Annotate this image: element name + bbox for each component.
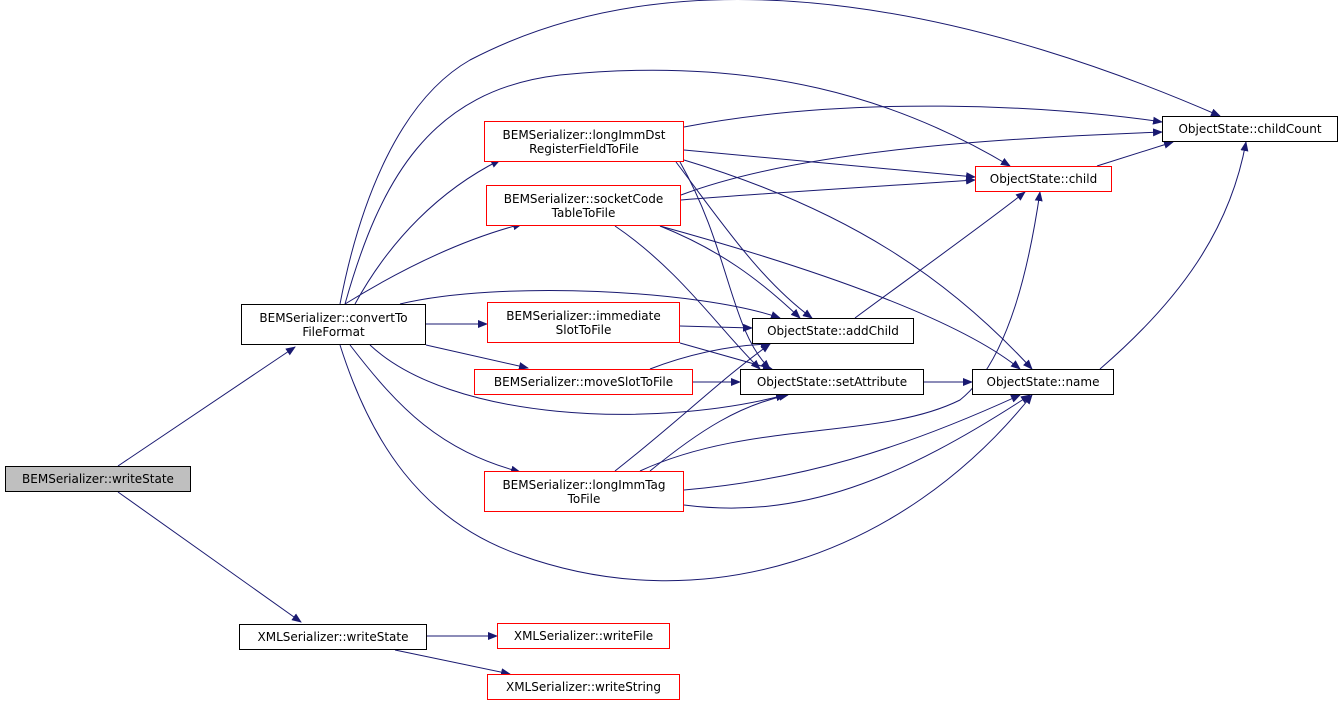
node-objectstate-child[interactable]: ObjectState::child <box>975 166 1112 192</box>
node-bem-longimmtagtofile[interactable]: BEMSerializer::longImmTag ToFile <box>484 471 684 512</box>
node-objectstate-setattribute[interactable]: ObjectState::setAttribute <box>740 369 924 395</box>
node-label-line2: SlotToFile <box>555 322 612 337</box>
node-label-line1: BEMSerializer::convertTo <box>259 310 408 325</box>
edge-longimmtag-setattribute <box>649 392 789 472</box>
edge-convert-addchild <box>399 289 781 319</box>
node-label-line1: BEMSerializer::immediate <box>506 308 661 323</box>
node-objectstate-name[interactable]: ObjectState::name <box>972 369 1114 395</box>
edge-longimmdst-childcount <box>683 105 1163 128</box>
node-label: ObjectState::addChild <box>767 324 899 338</box>
node-xml-writefile[interactable]: XMLSerializer::writeFile <box>497 623 670 649</box>
node-label-line1: BEMSerializer::socketCode <box>503 191 664 206</box>
edge-convert-moveslot <box>425 344 529 370</box>
edge-longimmtag-name2 <box>683 394 1031 509</box>
node-label-line2: TableToFile <box>551 205 616 220</box>
node-bem-longimmdstregisterfieldtofile[interactable]: BEMSerializer::longImmDst RegisterFieldT… <box>484 121 684 162</box>
edge-writestate-xmlwritestate <box>117 491 302 623</box>
edge-immediate-addchild <box>679 323 753 332</box>
node-label-line2: FileFormat <box>302 324 365 339</box>
node-label-line2: RegisterFieldToFile <box>529 141 639 156</box>
edge-convert-longimmdst <box>354 159 501 305</box>
node-objectstate-childcount[interactable]: ObjectState::childCount <box>1162 116 1338 142</box>
node-label: ObjectState::child <box>989 172 1098 186</box>
node-label: ObjectState::name <box>986 375 1100 389</box>
edge-convert-setattribute <box>369 344 786 415</box>
edge-socketcode-name <box>659 225 1021 370</box>
edge-longimmdst-addchild <box>675 161 813 319</box>
node-label-line2: ToFile <box>567 491 601 506</box>
node-label-line1: BEMSerializer::longImmTag <box>502 477 666 492</box>
edge-immediate-setattribute <box>679 342 773 371</box>
node-bem-socketcodetabletofile[interactable]: BEMSerializer::socketCode TableToFile <box>486 185 681 226</box>
edge-convert-childcount <box>339 0 1221 305</box>
edge-child-childcount <box>1096 140 1174 167</box>
edge-longimmdst-child <box>683 149 976 181</box>
node-label: ObjectState::setAttribute <box>756 375 908 389</box>
edge-convert-child <box>344 69 1011 305</box>
edge-longimmdst-setattribute <box>679 161 771 370</box>
edges <box>117 0 1249 677</box>
node-bem-converttofileformat[interactable]: BEMSerializer::convertTo FileFormat <box>241 304 426 345</box>
node-label: XMLSerializer::writeFile <box>513 629 654 643</box>
node-bem-writestate: BEMSerializer::writeState <box>5 466 191 492</box>
node-label: XMLSerializer::writeString <box>505 680 662 694</box>
edge-convert-name <box>339 344 1033 582</box>
node-xml-writestate[interactable]: XMLSerializer::writeState <box>239 624 427 650</box>
node-label-line1: BEMSerializer::longImmDst <box>502 127 666 142</box>
edge-xmlwritestate-writestring <box>394 649 511 677</box>
edge-socketcode-child <box>680 176 976 201</box>
edge-convert-longimmtag <box>349 344 521 474</box>
edge-longimmtag-child <box>639 191 1043 472</box>
node-label: XMLSerializer::writeState <box>257 630 409 644</box>
node-bem-moveslottofile[interactable]: BEMSerializer::moveSlotToFile <box>474 369 693 395</box>
edge-longimmtag-name <box>683 394 1021 491</box>
edge-name-childcount <box>1099 141 1249 370</box>
node-objectstate-addchild[interactable]: ObjectState::addChild <box>752 318 914 344</box>
edge-addchild-child <box>854 191 1026 319</box>
node-label: BEMSerializer::moveSlotToFile <box>493 375 674 389</box>
edge-moveslot-addchild <box>649 340 771 370</box>
edge-convert-socketcode <box>344 222 523 305</box>
edge-longimmdst-name <box>683 159 1033 370</box>
edge-longimmtag-addchild <box>614 343 771 472</box>
edge-writestate-converttofileformat <box>117 346 296 467</box>
node-xml-writestring[interactable]: XMLSerializer::writeString <box>487 674 680 700</box>
edge-socketcode-childcount <box>680 128 1163 196</box>
node-label: BEMSerializer::writeState <box>22 472 174 486</box>
edge-socketcode-addchild <box>659 225 801 319</box>
edge-socketcode-setattribute <box>614 225 761 370</box>
node-bem-immediateslottofile[interactable]: BEMSerializer::immediate SlotToFile <box>487 302 680 343</box>
node-label: ObjectState::childCount <box>1178 122 1322 136</box>
